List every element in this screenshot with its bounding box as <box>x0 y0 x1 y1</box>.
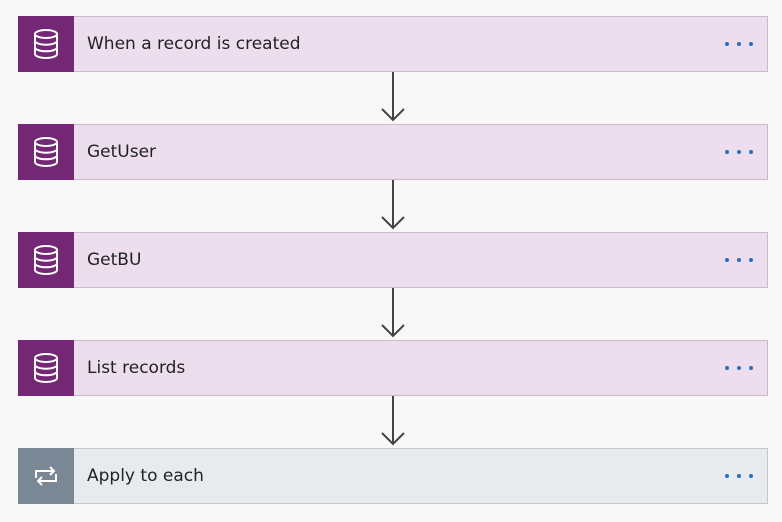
step-title: Apply to each <box>87 466 204 486</box>
step-title: GetBU <box>87 250 142 270</box>
more-options-icon[interactable] <box>725 358 753 378</box>
step-list-records[interactable]: List records <box>18 340 768 396</box>
flow-canvas: When a record is created GetUser <box>18 16 768 504</box>
arrow-down-icon <box>381 180 405 230</box>
arrow-down-icon <box>381 288 405 338</box>
database-icon <box>18 340 74 396</box>
connector-arrow <box>18 72 768 124</box>
more-options-icon[interactable] <box>725 142 753 162</box>
step-title: When a record is created <box>87 34 301 54</box>
database-icon <box>18 16 74 72</box>
arrow-down-icon <box>381 396 405 446</box>
step-apply-to-each[interactable]: Apply to each <box>18 448 768 504</box>
step-getbu[interactable]: GetBU <box>18 232 768 288</box>
step-title: GetUser <box>87 142 157 162</box>
connector-arrow <box>18 396 768 448</box>
step-title: List records <box>87 358 186 378</box>
arrow-down-icon <box>381 72 405 122</box>
more-options-icon[interactable] <box>725 250 753 270</box>
connector-arrow <box>18 288 768 340</box>
database-icon <box>18 124 74 180</box>
more-options-icon[interactable] <box>725 34 753 54</box>
loop-icon <box>18 448 74 504</box>
step-when-a-record-is-created[interactable]: When a record is created <box>18 16 768 72</box>
connector-arrow <box>18 180 768 232</box>
step-getuser[interactable]: GetUser <box>18 124 768 180</box>
more-options-icon[interactable] <box>725 466 753 486</box>
database-icon <box>18 232 74 288</box>
